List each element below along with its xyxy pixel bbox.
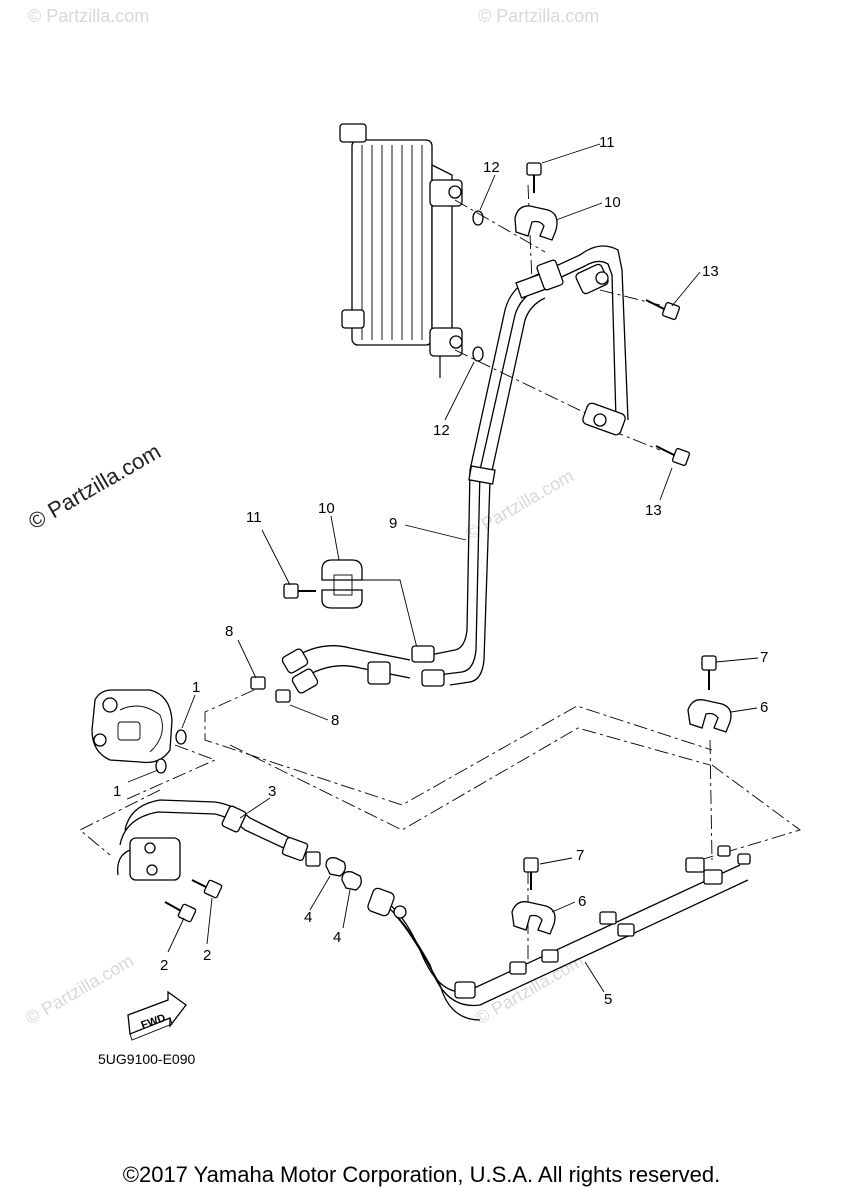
callout-8-bottom: 8 (331, 712, 339, 729)
bolt-11-middle (283, 583, 316, 599)
clamp-10-upper (514, 205, 558, 241)
leader-lines (127, 143, 759, 993)
watermark-top-left: © Partzilla.com (28, 6, 149, 26)
callout-4-right: 4 (333, 929, 341, 946)
callout-10-middle: 10 (318, 500, 335, 517)
oil-cooler (339, 123, 463, 378)
callout-7-bottom: 7 (576, 847, 584, 864)
hose-joint-group (281, 645, 445, 694)
oil-pipe-3 (117, 799, 321, 881)
callout-1-top: 1 (192, 679, 200, 696)
callout-11-top: 11 (599, 134, 615, 151)
callout-12-top: 12 (483, 159, 500, 176)
callout-1-bottom: 1 (113, 783, 121, 800)
callout-6-bottom: 6 (578, 893, 586, 910)
clip-4-a (325, 857, 346, 877)
callout-9: 9 (389, 515, 397, 532)
callout-3: 3 (268, 783, 276, 800)
oil-hose-9 (429, 245, 629, 686)
oil-pump-housing (91, 689, 173, 764)
callout-6-top: 6 (760, 699, 768, 716)
bolt-7-lower (523, 857, 539, 890)
clip-8-upper (250, 676, 266, 690)
routing-outline (79, 689, 801, 861)
callout-7-top: 7 (760, 649, 768, 666)
clip-4-b (341, 871, 362, 891)
bolt-11-upper (526, 162, 542, 193)
clip-8-lower (275, 689, 291, 703)
callout-2-right: 2 (203, 947, 211, 964)
watermark-bottom-left: © Partzilla.com (22, 950, 137, 1028)
callout-10-top: 10 (604, 194, 621, 211)
o-ring-1-upper (175, 729, 187, 745)
clamp-6-upper (687, 699, 732, 733)
copyright-notice: ©2017 Yamaha Motor Corporation, U.S.A. A… (122, 1162, 721, 1187)
bolt-7-upper (701, 655, 717, 690)
watermark-top-center: © Partzilla.com (478, 6, 599, 26)
callout-12-bottom: 12 (433, 422, 450, 439)
bolt-2-right (191, 879, 223, 899)
callout-13-top: 13 (702, 263, 719, 280)
fwd-arrow-icon: FWD (127, 990, 187, 1041)
diagram-code: 5UG9100-E090 (98, 1051, 196, 1067)
callout-11-middle: 11 (246, 509, 262, 526)
o-ring-1-lower (155, 758, 167, 774)
oil-hose-5 (367, 845, 751, 1021)
callout-13-bottom: 13 (645, 502, 662, 519)
callout-2-left: 2 (160, 957, 168, 974)
callout-8-top: 8 (225, 623, 233, 640)
bolt-2-left (164, 901, 197, 923)
clamp-6-lower (511, 901, 556, 935)
o-ring-12-lower (472, 346, 484, 362)
watermark-main: © Partzilla.com (24, 439, 165, 535)
callout-5: 5 (604, 991, 612, 1008)
callout-4-left: 4 (304, 909, 312, 926)
clamp-10-middle (321, 559, 421, 661)
bolt-13-lower (655, 445, 691, 467)
